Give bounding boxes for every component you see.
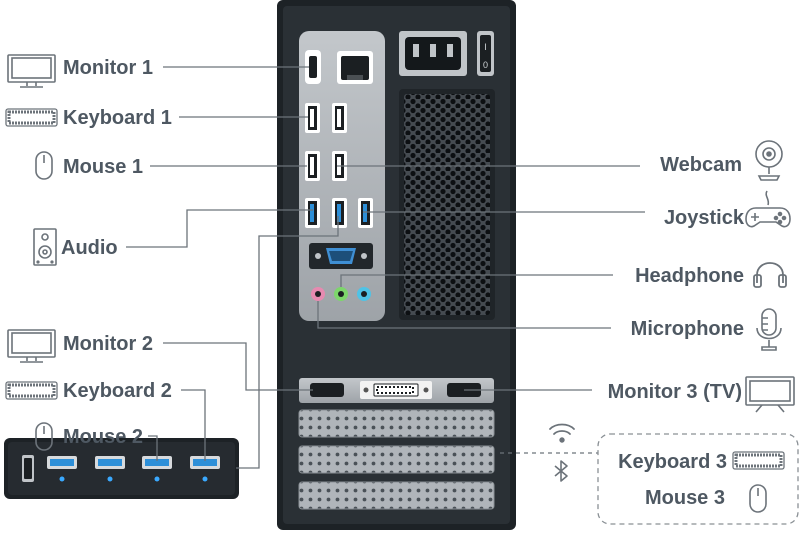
wireless-devices-box [597,433,799,525]
dvi-port[interactable] [360,381,432,399]
slot-cover [298,481,495,510]
gpu-hdmi-port[interactable] [310,383,344,397]
label-joystick: Joystick [664,207,745,229]
label-monitor-2: Monitor 2 [63,333,153,355]
mouse-icon [35,151,53,180]
switch-off-mark: 0 [483,60,488,70]
io-panel [299,31,385,321]
mouse-icon [749,484,767,513]
gamepad-icon [745,190,791,228]
label-mouse-3: Mouse 3 [645,487,725,509]
microphone-icon [756,308,782,351]
power-supply [399,31,467,76]
label-monitor-3: Monitor 3 (TV) [608,381,742,403]
bluetooth-icon [554,460,568,482]
monitor-icon [7,54,56,88]
vga-port[interactable] [309,243,373,269]
webcam-icon [755,140,783,181]
label-webcam: Webcam [660,154,742,176]
connector-lines [126,66,645,469]
keyboard-icon [732,451,785,470]
switch-on-mark: I [484,42,487,52]
label-audio: Audio [61,237,118,259]
label-monitor-1: Monitor 1 [63,57,153,79]
gpu-bracket [299,378,494,403]
power-switch[interactable]: I 0 [477,31,494,76]
wifi-icon [549,423,575,443]
headphone-icon [753,262,787,288]
hub-usb-port[interactable] [190,456,220,482]
label-keyboard-2: Keyboard 2 [63,380,172,402]
keyboard-icon [5,381,58,400]
keyboard-icon [5,108,58,127]
hub-usb-port[interactable] [142,456,172,482]
vent-grille [404,94,490,315]
usb3-ports [305,198,373,228]
slot-cover [298,409,495,438]
label-headphone: Headphone [635,265,744,287]
mouse-icon [35,422,53,451]
hub-switch[interactable] [22,455,34,482]
speaker-icon [33,228,57,266]
audio-jacks [311,287,371,301]
hub-usb-port[interactable] [95,456,125,482]
slot-cover [298,445,495,474]
label-mouse-2: Mouse 2 [63,426,143,448]
label-microphone: Microphone [631,318,744,340]
usb-hub [4,438,239,499]
hub-usb-port[interactable] [47,456,77,482]
label-mouse-1: Mouse 1 [63,156,143,178]
tv-icon [745,376,795,413]
label-keyboard-1: Keyboard 1 [63,107,172,129]
monitor-icon [7,329,56,363]
label-keyboard-3: Keyboard 3 [618,451,727,473]
